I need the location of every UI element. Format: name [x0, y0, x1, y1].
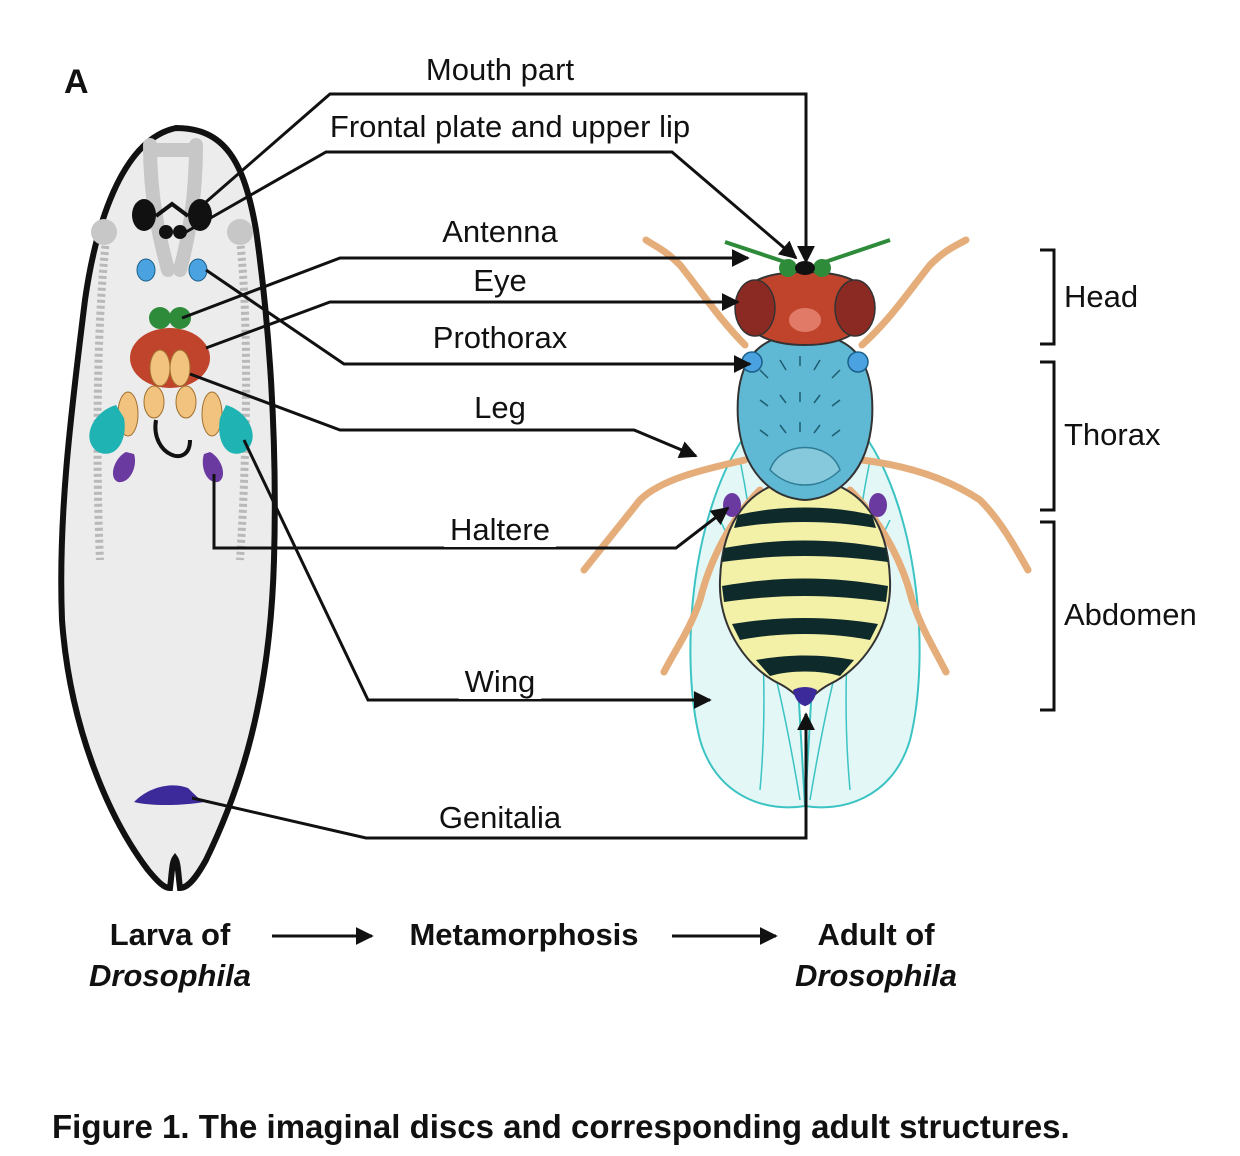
- adult-fly: [580, 236, 1032, 809]
- leg-disc-1: [149, 349, 171, 387]
- wing-disc-left: [89, 405, 125, 454]
- label-head: Head: [1064, 279, 1138, 314]
- label-thorax: Thorax: [1064, 417, 1161, 452]
- leg-mid-right: [858, 456, 1032, 574]
- label-genitalia: Genitalia: [439, 800, 562, 835]
- flow-adult-line1: Adult of: [817, 917, 935, 952]
- line-prothorax: [205, 268, 752, 373]
- thorax-scutellum: [769, 446, 841, 486]
- flow-adult-line2: Drosophila: [795, 958, 957, 993]
- flow-metamorphosis: Metamorphosis: [409, 917, 638, 952]
- spiracle-right-icon: [227, 219, 253, 245]
- leg-mid-left: [580, 456, 749, 574]
- label-prothorax: Prothorax: [433, 320, 568, 355]
- eye-right: [834, 279, 876, 337]
- line-antenna: [181, 249, 750, 320]
- fly-genitalia: [793, 687, 817, 706]
- label-backdrop: [458, 666, 542, 699]
- label-backdrop: [468, 392, 532, 425]
- leg-disc-4: [175, 385, 197, 419]
- leader-labels: Mouth part Frontal plate and upper lip A…: [323, 52, 697, 835]
- line-frontal-plate: [185, 150, 798, 260]
- line-mouth-part: [205, 92, 815, 264]
- line-haltere: [212, 474, 730, 550]
- label-backdrop: [323, 111, 697, 144]
- leg-front-right: [858, 236, 970, 349]
- mouth-part-disc-right: [188, 199, 212, 231]
- flow-larva-line2: Drosophila: [89, 958, 251, 993]
- mouth-part: [795, 261, 815, 275]
- larva-trachea-left: [93, 239, 110, 561]
- leg-disc-6: [201, 391, 223, 437]
- leg-disc-3: [143, 385, 165, 419]
- body-region-brackets: Head Thorax Abdomen: [1040, 248, 1197, 712]
- larva: [58, 124, 278, 892]
- frontal-plate-chevron: [154, 201, 190, 218]
- larva-trachea-right: [236, 239, 251, 561]
- flow-larva-line1: Larva of: [110, 917, 231, 952]
- label-haltere: Haltere: [450, 512, 550, 547]
- larva-brain-loop: [153, 419, 192, 459]
- head-ocelli: [789, 308, 821, 332]
- abdomen-stripe-5: [756, 655, 854, 676]
- abdomen-stripe-3: [722, 578, 888, 602]
- leader-lines: [181, 92, 815, 840]
- line-wing: [242, 439, 712, 709]
- haltere-disc-left: [112, 452, 136, 483]
- genital-disc: [134, 785, 204, 805]
- label-leg: Leg: [474, 390, 526, 425]
- eye-disc: [130, 328, 210, 388]
- mouth-part-disc: [132, 199, 156, 231]
- label-backdrop: [432, 802, 568, 835]
- figure-caption: Figure 1. The imaginal discs and corresp…: [52, 1108, 1070, 1145]
- larva-body: [58, 124, 278, 892]
- line-genitalia: [191, 712, 815, 840]
- prothorax-disc-right: [188, 258, 208, 282]
- eye-left: [734, 279, 776, 337]
- prothorax-right: [847, 351, 869, 373]
- bracket-abdomen: [1040, 520, 1056, 712]
- label-wing: Wing: [465, 664, 536, 699]
- frontal-plate-disc: [159, 225, 173, 239]
- haltere-right: [869, 493, 887, 517]
- label-backdrop: [419, 54, 581, 87]
- line-eye: [205, 293, 740, 350]
- prothorax-disc-left: [136, 258, 156, 282]
- abdomen-stripe-2: [722, 540, 888, 562]
- abdomen-stripe-4: [732, 618, 878, 640]
- label-frontal-plate: Frontal plate and upper lip: [330, 109, 690, 144]
- label-antenna: Antenna: [442, 214, 558, 249]
- antenna-disc-right: [169, 307, 191, 329]
- leg-disc-2: [169, 349, 191, 387]
- label-mouth-part: Mouth part: [426, 52, 575, 87]
- label-backdrop: [467, 265, 533, 298]
- label-abdomen: Abdomen: [1064, 597, 1197, 632]
- prothorax-left: [741, 351, 763, 373]
- antenna-disc-left: [149, 307, 171, 329]
- leg-front-left: [642, 236, 749, 349]
- antenna-arista-right: [824, 238, 891, 264]
- label-backdrop: [444, 514, 556, 547]
- label-eye: Eye: [473, 263, 526, 298]
- abdomen-stripe-1: [734, 507, 876, 528]
- bracket-thorax: [1040, 360, 1056, 512]
- spiracle-left-icon: [91, 219, 117, 245]
- panel-label: A: [64, 63, 89, 101]
- label-backdrop: [436, 216, 565, 249]
- frontal-plate-disc-right: [173, 225, 187, 239]
- label-backdrop: [426, 322, 574, 355]
- fly-thorax: [736, 332, 874, 502]
- haltere-disc-right: [202, 452, 224, 483]
- metamorphosis-flow: Larva of Drosophila Metamorphosis Adult …: [89, 917, 957, 993]
- line-leg: [189, 372, 698, 459]
- thorax-bristles: [759, 356, 841, 437]
- antenna-arista-left: [724, 240, 786, 264]
- bracket-head: [1040, 248, 1056, 346]
- haltere-left: [723, 493, 741, 517]
